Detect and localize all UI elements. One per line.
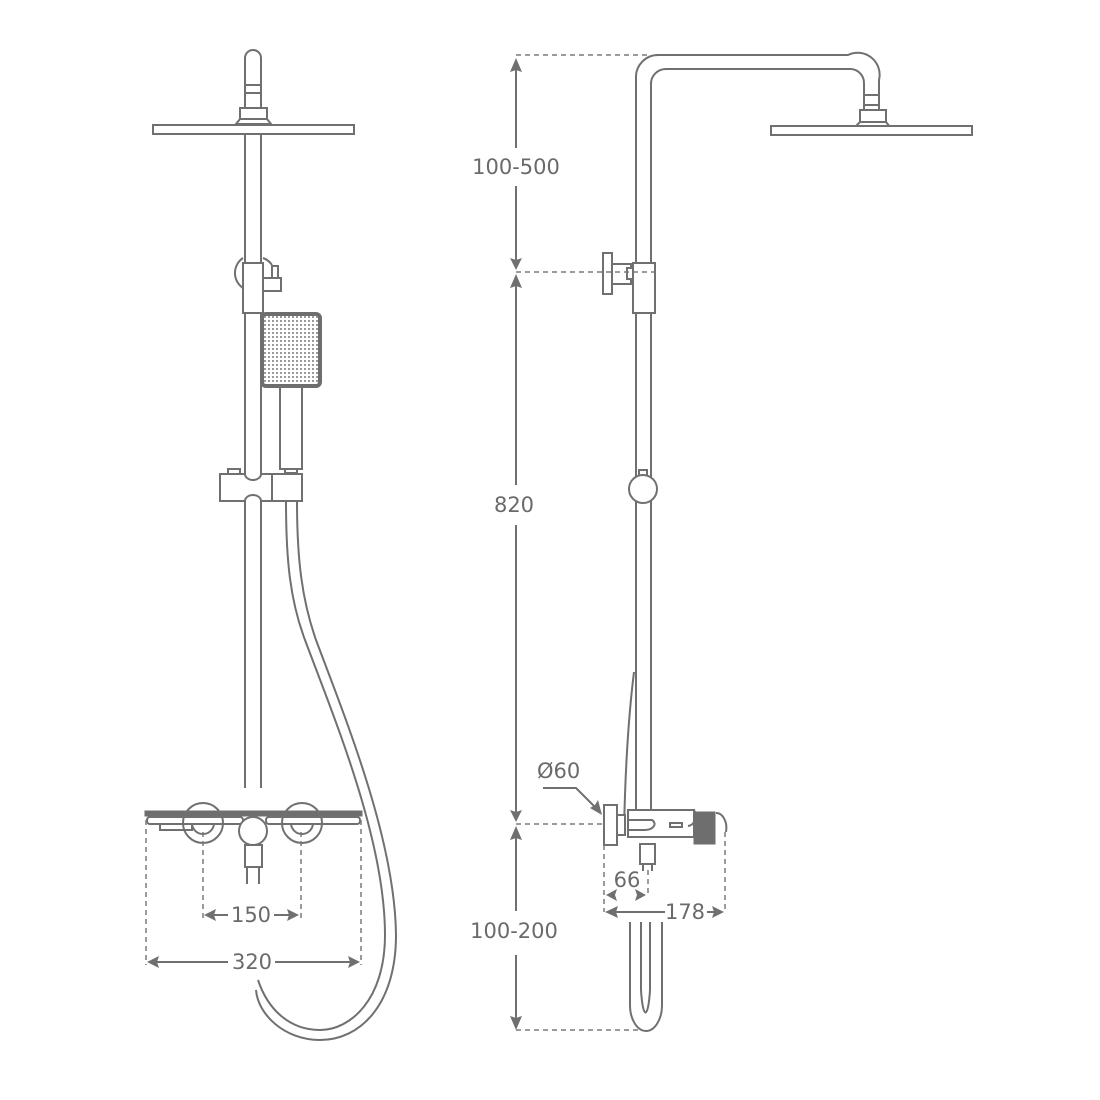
rain-shower-head-side xyxy=(770,125,973,136)
dimension-label-100-500: 100-500 xyxy=(472,155,560,179)
shower-hose-side xyxy=(623,671,635,833)
dimension-label-150: 150 xyxy=(231,903,271,927)
diverter-side xyxy=(602,252,656,314)
dimension-100-500: 100-500 xyxy=(472,58,560,270)
side-view: 100-500 820 100-200 Ø60 66 xyxy=(470,51,973,1032)
dimension-100-200: 100-200 xyxy=(470,826,558,1030)
rain-shower-head-front xyxy=(152,124,355,135)
dimension-150: 150 xyxy=(204,903,299,927)
front-view: 150 320 xyxy=(144,49,398,1042)
dimension-820: 820 xyxy=(494,274,534,822)
mixer-side xyxy=(603,804,728,871)
right-handle-front xyxy=(281,802,323,844)
slide-bracket xyxy=(219,468,303,502)
dimension-label-66: 66 xyxy=(614,868,641,892)
dimension-diameter-60: Ø60 xyxy=(537,759,602,815)
dimension-label-o60: Ø60 xyxy=(537,759,580,783)
shower-arm-front xyxy=(244,49,262,112)
dimension-178: 178 xyxy=(605,900,724,924)
dimension-320: 320 xyxy=(147,950,360,974)
center-outlet-front xyxy=(238,816,268,846)
dimension-label-178: 178 xyxy=(665,900,705,924)
shower-arm-side xyxy=(634,51,881,263)
dimension-66: 66 xyxy=(606,868,646,901)
dimension-label-100-200: 100-200 xyxy=(470,919,558,943)
hand-shower-handle xyxy=(279,386,303,470)
diverter-knob-front xyxy=(234,257,244,289)
dimension-label-820: 820 xyxy=(494,493,534,517)
shower-hose-front xyxy=(257,500,387,1032)
hand-shower-head xyxy=(260,312,322,388)
slide-knob-side xyxy=(628,474,658,504)
dimension-label-320: 320 xyxy=(232,950,272,974)
shelf-top xyxy=(144,810,363,817)
